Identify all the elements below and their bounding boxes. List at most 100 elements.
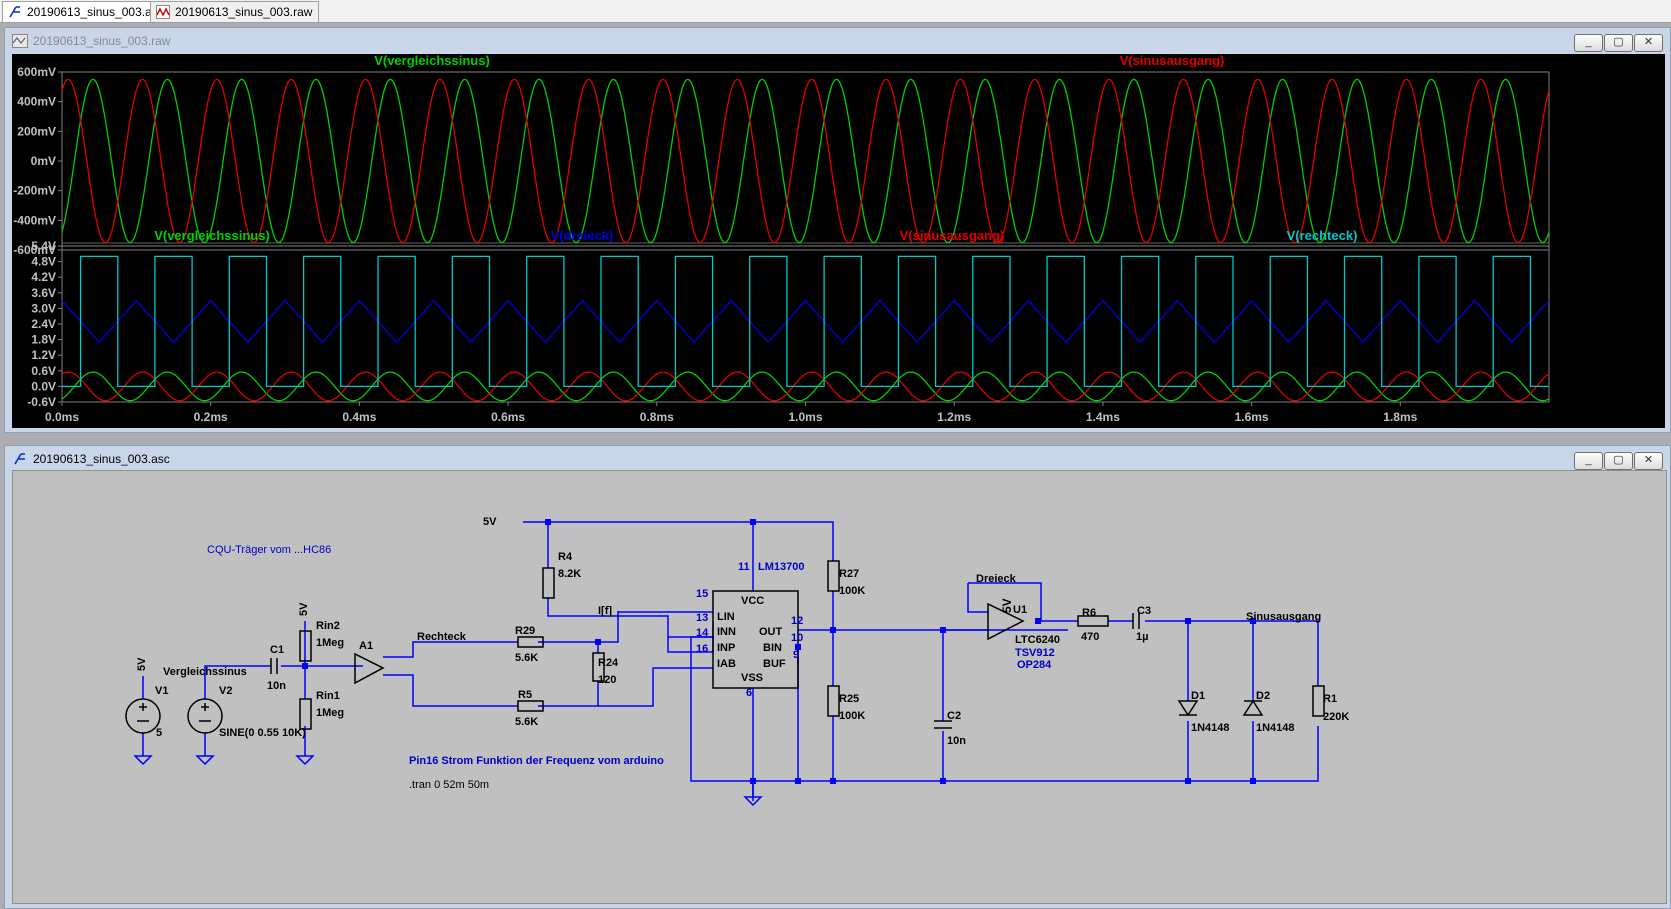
y-tick-label: 1.8V: [31, 333, 56, 347]
tab-waveform[interactable]: 20190613_sinus_003.raw: [150, 1, 320, 22]
y-tick-label: 0.6V: [31, 364, 56, 378]
component-name: D2: [1256, 690, 1270, 702]
component-name: Rin1: [316, 690, 340, 702]
pin-label: IAB: [717, 658, 736, 670]
minimize-button[interactable]: _: [1574, 34, 1603, 52]
pane-frame: [61, 71, 1550, 251]
component-name: R1: [1323, 693, 1337, 705]
y-tick-label: 600mV: [17, 65, 56, 79]
component-value: 1µ: [1136, 631, 1148, 643]
close-button[interactable]: ✕: [1634, 34, 1663, 52]
legend-label[interactable]: V(dreieck): [551, 228, 614, 243]
x-tick-label: 1.0ms: [788, 410, 822, 424]
note-text: CQU-Träger vom ...HC86: [207, 544, 331, 556]
pin-label: BUF: [763, 658, 786, 670]
waveform-window-title: 20190613_sinus_003.raw: [33, 34, 171, 48]
pin-number: 12: [791, 615, 803, 627]
component-name: R25: [839, 693, 859, 705]
pin-number: 13: [696, 612, 708, 624]
y-tick-label: 2.4V: [31, 317, 56, 331]
waveform-icon: [156, 5, 170, 19]
restore-button[interactable]: ▢: [1604, 34, 1633, 52]
series-trace: [61, 371, 1550, 402]
opamp-plus-5v: 5V: [1000, 598, 1014, 613]
x-tick-label: 1.8ms: [1383, 410, 1417, 424]
y-tick-label: 1.2V: [31, 348, 56, 362]
pin-label: LIN: [717, 611, 735, 623]
component-name: R4: [558, 551, 573, 563]
component-value: LTC6240: [1015, 634, 1060, 646]
x-tick-label: 0.2ms: [194, 410, 228, 424]
y-tick-label: 5.4V: [31, 239, 56, 253]
pin-number: 14: [696, 627, 709, 639]
component-alt: OP284: [1017, 659, 1052, 671]
component-value: 10n: [267, 680, 286, 692]
schematic-drawing[interactable]: CQU-Träger vom ...HC86 Pin16 Strom Funkt…: [13, 471, 1666, 903]
y-tick-label: -0.6V: [27, 395, 56, 409]
y-tick-label: 3.0V: [31, 301, 56, 315]
schematic-titlebar[interactable]: 20190613_sinus_003.asc _ ▢ ✕: [5, 446, 1670, 472]
pin-label: BIN: [763, 642, 782, 654]
waveform-titlebar[interactable]: 20190613_sinus_003.raw _ ▢ ✕: [5, 28, 1670, 54]
x-tick-label: 0.8ms: [640, 410, 674, 424]
ground-symbols: [133, 755, 763, 807]
component-value: 5: [156, 727, 162, 739]
y-tick-label: 4.8V: [31, 255, 56, 269]
component-value: 10n: [947, 735, 966, 747]
y-tick-label: -600mV: [13, 243, 56, 257]
component-name: R24: [598, 657, 619, 669]
schematic-icon: [14, 453, 25, 465]
component-value: 220K: [1323, 711, 1349, 723]
restore-button[interactable]: ▢: [1604, 452, 1633, 470]
y-tick-label: 400mV: [17, 95, 56, 109]
component-name: R27: [839, 568, 859, 580]
component-name: C3: [1137, 605, 1151, 617]
schematic-window: 20190613_sinus_003.asc _ ▢ ✕: [4, 445, 1671, 909]
pin-number: 6: [746, 687, 752, 699]
series-trace: [62, 255, 1549, 388]
waveform-window: 20190613_sinus_003.raw _ ▢ ✕ 600mV 400mV 2…: [4, 27, 1671, 433]
component-name: A1: [359, 640, 373, 652]
x-tick-label: 0.4ms: [342, 410, 376, 424]
pin-number: 10: [791, 632, 803, 644]
legend-label[interactable]: V(rechteck): [1287, 228, 1358, 243]
component-name: V1: [155, 685, 168, 697]
waveform-icon: [12, 34, 28, 48]
spice-directive: .tran 0 52m 50m: [409, 779, 489, 791]
component-name: Rin2: [316, 620, 340, 632]
legend-label[interactable]: V(sinusausgang): [1120, 53, 1225, 68]
component-name: R29: [515, 625, 535, 637]
component-name: LM13700: [758, 561, 804, 573]
schematic-window-title: 20190613_sinus_003.asc: [33, 452, 170, 466]
legend-label[interactable]: V(sinusausgang): [900, 228, 1005, 243]
component-value: 1Meg: [316, 637, 344, 649]
tab-schematic[interactable]: 20190613_sinus_003.asc: [2, 1, 171, 22]
legend-label[interactable]: V(vergleichssinus): [154, 228, 270, 243]
y-tick-label: 3.6V: [31, 286, 56, 300]
schematic-canvas[interactable]: CQU-Träger vom ...HC86 Pin16 Strom Funkt…: [12, 470, 1667, 904]
junction-dots: [302, 519, 1256, 784]
component-name: C1: [270, 644, 284, 656]
x-tick-label: 1.6ms: [1235, 410, 1269, 424]
component-name: R5: [518, 689, 532, 701]
component-value: 100K: [839, 710, 865, 722]
component-value: 5.6K: [515, 652, 538, 664]
pin-number: 15: [696, 588, 708, 600]
components: [125, 560, 1325, 734]
net-label: Dreieck: [976, 573, 1017, 585]
net-label: Rechteck: [417, 631, 467, 643]
legend-label[interactable]: V(vergleichssinus): [374, 53, 490, 68]
close-button[interactable]: ✕: [1634, 452, 1663, 470]
net-label: I[f]: [598, 605, 612, 617]
component-name: U1: [1013, 604, 1027, 616]
minimize-button[interactable]: _: [1574, 452, 1603, 470]
y-tick-label: 0mV: [31, 154, 56, 168]
component-value: 470: [1081, 631, 1099, 643]
net-label: 5V: [483, 516, 497, 528]
waveform-plot[interactable]: 600mV400mV200mV0mV-200mV-400mV-600mVV(ve…: [12, 53, 1665, 428]
net-label: Vergleichssinus: [163, 666, 247, 678]
component-value: 8.2K: [558, 568, 581, 580]
component-name: D1: [1191, 690, 1205, 702]
pin-label: VSS: [741, 672, 763, 684]
